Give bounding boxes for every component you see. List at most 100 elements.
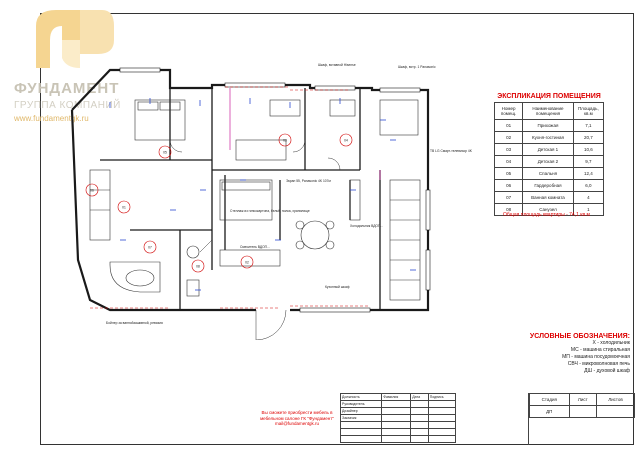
- desk-2: [329, 99, 356, 117]
- electrical-marks: [90, 86, 370, 309]
- room-tag: [158, 145, 172, 159]
- brand-site: www.fundamentgk.ru: [14, 114, 89, 123]
- tv-unit: [349, 179, 361, 221]
- right-note: ТВ LG Смарт-телевизор 4K: [430, 149, 473, 153]
- cell: 01: [493, 119, 524, 132]
- partition-marks: [229, 88, 381, 180]
- legend-title: УСЛОВНЫЕ ОБОЗНАЧЕНИЯ:: [529, 333, 630, 340]
- sig-header: Должность: [339, 393, 383, 401]
- legend-item: МП - машина посудомоечная: [562, 354, 630, 360]
- room-tag-label: 08: [196, 265, 200, 269]
- room-tag-label: 01: [122, 206, 126, 210]
- sig-role: Руководитель: [339, 400, 383, 408]
- room-tag: [191, 259, 205, 273]
- legend-item: ДШ - духовой шкаф: [584, 368, 630, 374]
- furniture: [89, 99, 421, 301]
- cell: 6,0: [572, 179, 605, 192]
- sofa: [219, 179, 273, 221]
- cell: Прихожая: [522, 119, 574, 132]
- toilet: [186, 279, 200, 297]
- room-tag: [278, 133, 292, 147]
- sheet-header: Стадия: [529, 393, 570, 406]
- explication-table: ЭКСПЛИКАЦИЯ ПОМЕЩЕНИЯ Номер помещ. Наиме…: [493, 93, 605, 216]
- wardrobe: [89, 169, 111, 241]
- bed-child: [379, 99, 419, 136]
- room-tag: [143, 240, 157, 254]
- cell: Детская 2: [522, 155, 574, 168]
- kitchen-note: Кухонный шкаф: [325, 285, 350, 289]
- room-tag: [117, 200, 131, 214]
- desk-1: [269, 99, 301, 117]
- total-area: Общая площадь квартиры - 74,1 кв.м: [503, 212, 590, 218]
- dining-table: [300, 220, 330, 250]
- dimension-lines: [109, 98, 416, 291]
- cell: 07: [493, 191, 524, 204]
- cell: 06: [493, 179, 524, 192]
- cell: 02: [493, 131, 524, 144]
- floor-plan: 01 02 03 04 05 06 07 08 Экран 55, Panaso…: [70, 63, 473, 340]
- washbasin: [186, 245, 200, 259]
- cell: Гардеробная: [522, 179, 574, 192]
- cell: Детская 1: [522, 143, 574, 156]
- sig-role: Заказчик: [339, 414, 383, 422]
- legend-item: Х - холодильник: [592, 340, 630, 346]
- room-tag-label: 03: [283, 139, 287, 143]
- cell: 9,7: [572, 155, 605, 168]
- cell: 1: [572, 203, 605, 216]
- bed-master: [134, 99, 186, 141]
- room-tag: [240, 255, 254, 269]
- cell: Кухня-гостиная: [522, 131, 574, 144]
- sig-header: Дата: [410, 393, 429, 401]
- hall-cabinet: [219, 249, 281, 267]
- sig-role: Дизайнер: [339, 407, 383, 415]
- bathtub: [109, 261, 161, 293]
- cell: Спальня: [522, 167, 574, 180]
- cell: 10,6: [572, 143, 605, 156]
- cell: 04: [493, 155, 524, 168]
- cell: 12,4: [572, 167, 605, 180]
- room-tag-label: 06: [90, 189, 94, 193]
- bed-child-2: [235, 139, 287, 161]
- cell: 7,1: [572, 119, 605, 132]
- room-tag: [339, 133, 353, 147]
- explication-grid: Номер помещ. Наименование помещения Площ…: [493, 102, 605, 216]
- room-tag-label: 07: [148, 246, 152, 250]
- room-tag-label: 04: [344, 139, 348, 143]
- cabinet-note: Стеллаж из гипсокартона, бельё, полка, х…: [230, 209, 310, 213]
- sheet-info: Стадия Лист Листов ДП: [528, 393, 635, 445]
- company-logo: ФУНДАМЕНТ ГРУППА КОМПАНИЙ www.fundamentg…: [6, 6, 136, 123]
- brand-name: ФУНДАМЕНТ: [14, 80, 120, 97]
- tv-note: Экран 55, Panasonic 4K 107кг: [286, 179, 332, 183]
- sheet-header: Листов: [596, 393, 635, 406]
- sig-header: Фамилия: [381, 393, 412, 401]
- doors: [169, 139, 341, 340]
- inner-walls: [100, 88, 381, 310]
- title-block: Должность Фамилия Дата Подпись Руководит…: [339, 393, 635, 445]
- stage-value: ДП: [529, 405, 570, 418]
- cell: Ванная комната: [522, 191, 574, 204]
- explication-title: ЭКСПЛИКАЦИЯ ПОМЕЩЕНИЯ: [497, 93, 601, 100]
- room-tag: [85, 183, 99, 197]
- legend: УСЛОВНЫЕ ОБОЗНАЧЕНИЯ: Х - холодильник МС…: [520, 333, 630, 375]
- top-note-1: Шкаф, вставной Hisense: [318, 63, 356, 67]
- col-header: Наименование помещения: [522, 102, 574, 120]
- top-note-2: Шкаф, встр. 1 Panasonic: [398, 65, 436, 69]
- col-header: Номер помещ.: [493, 102, 524, 120]
- furniture-note: Вы сможете приобрести мебель в мебельном…: [260, 410, 334, 426]
- windows: [119, 67, 431, 313]
- room-tags: 01 02 03 04 05 06 07 08: [85, 133, 353, 273]
- bathroom-note: Бойлер за ваннойзашивной, ревизия: [106, 321, 163, 325]
- cell: 05: [493, 167, 524, 180]
- sheet-frame: [40, 13, 634, 445]
- cell: 03: [493, 143, 524, 156]
- signature-table: Должность Фамилия Дата Подпись Руководит…: [339, 393, 457, 445]
- cell: 08: [493, 203, 524, 216]
